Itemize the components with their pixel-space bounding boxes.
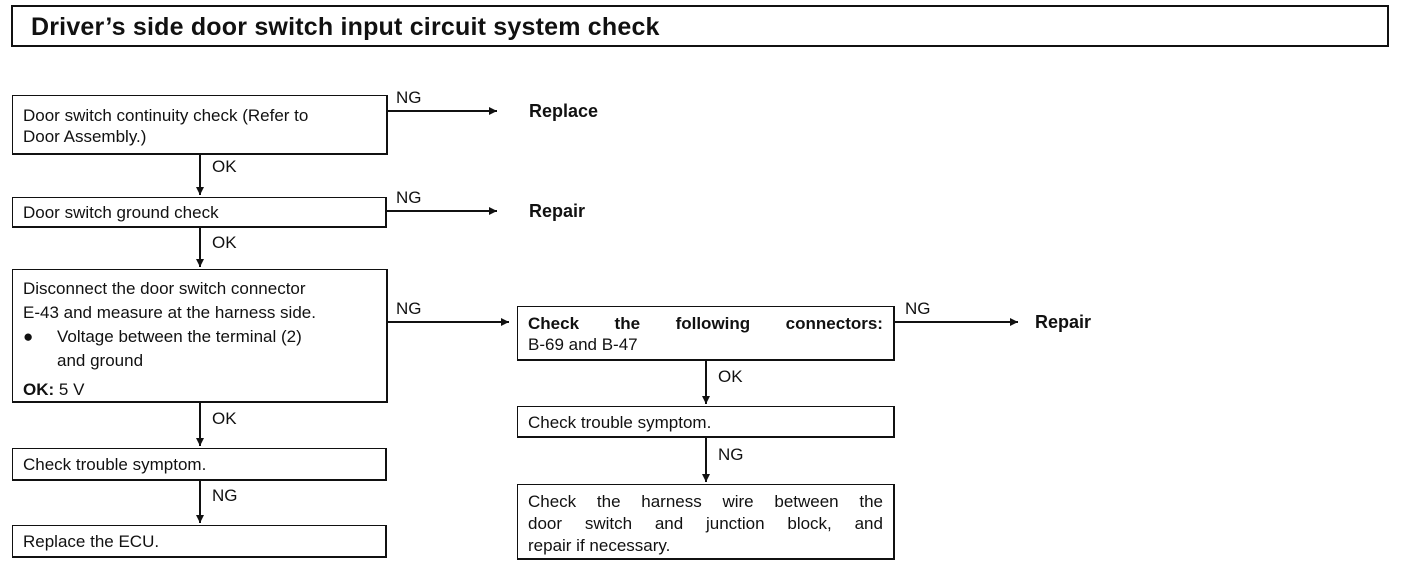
harness-word: between [774,492,839,511]
bullet-line-1: Voltage between the terminal (2) [57,327,302,346]
disconnect-line-1: Disconnect the door switch connector [23,279,306,298]
harness-word: junction [705,514,765,533]
box-door-switch-ground-check: Door switch ground check [12,197,387,228]
label-ok-ground: OK [212,233,237,252]
box-replace-ecu: Replace the ECU. [12,525,387,558]
harness-word: the [859,492,883,511]
connectors-word-2: the [614,314,641,333]
harness-word: wire [722,492,754,511]
label-ng-connectors: NG [905,299,931,318]
bullet-line-2: and ground [57,351,144,370]
harness-word: the [596,492,621,511]
continuity-line-2: Door Assembly.) [23,127,147,146]
ok-spec-value: 5 V [58,380,85,399]
ok-spec: OK: 5 V [23,378,376,402]
page-title: Driver’s side door switch input circuit … [31,13,660,41]
connectors-line-2: B-69 and B-47 [528,335,638,354]
connectors-word-3: following [675,314,751,333]
box-check-trouble-symptom-left: Check trouble symptom. [12,448,387,481]
harness-word: Check [528,492,577,511]
connectors-heading: Check the following connectors: [528,313,883,334]
harness-line-2: door switch and junction block, and [528,513,883,535]
replace-ecu-text: Replace the ECU. [23,532,160,551]
title-frame: Driver’s side door switch input circuit … [11,5,1389,47]
result-repair-connectors: Repair [1035,312,1092,332]
harness-word: door [528,514,563,533]
box-door-switch-continuity-check: Door switch continuity check (Refer to D… [12,95,388,155]
ground-text: Door switch ground check [23,203,219,222]
harness-word: harness [641,492,702,511]
continuity-line-1: Door switch continuity check (Refer to [23,106,309,125]
trouble-right-text: Check trouble symptom. [528,413,712,432]
harness-word: and [654,514,684,533]
harness-word: switch [584,514,633,533]
result-repair-ground: Repair [529,201,586,221]
result-replace: Replace [529,101,599,121]
box-check-connectors: Check the following connectors: B-69 and… [517,306,895,361]
harness-word: and [854,514,883,533]
voltage-bullet-item: ● Voltage between the terminal (2) and g… [23,325,376,373]
harness-word: block, [787,514,832,533]
ok-spec-label: OK: [23,380,55,399]
label-ok-connectors: OK [718,367,743,386]
label-ok-continuity: OK [212,157,237,176]
box-check-trouble-symptom-right: Check trouble symptom. [517,406,895,438]
label-ng-trouble-left: NG [212,486,238,505]
box-check-harness-wire: Check the harness wire between the door … [517,484,895,560]
label-ok-disconnect: OK [212,409,237,428]
label-ng-disconnect: NG [396,299,422,318]
label-ng-ground: NG [396,188,422,207]
box-disconnect-connector: Disconnect the door switch connector E-4… [12,269,388,403]
disconnect-line-2: E-43 and measure at the harness side. [23,303,316,322]
connectors-word-4: connectors: [785,314,883,333]
bullet-mark: ● [23,327,34,346]
trouble-left-text: Check trouble symptom. [23,455,207,474]
connectors-word-1: Check [528,314,580,333]
label-ng-trouble-right: NG [718,445,744,464]
harness-line-3: repair if necessary. [528,536,671,555]
label-ng-continuity: NG [396,88,422,107]
harness-line-1: Check the harness wire between the [528,491,883,513]
